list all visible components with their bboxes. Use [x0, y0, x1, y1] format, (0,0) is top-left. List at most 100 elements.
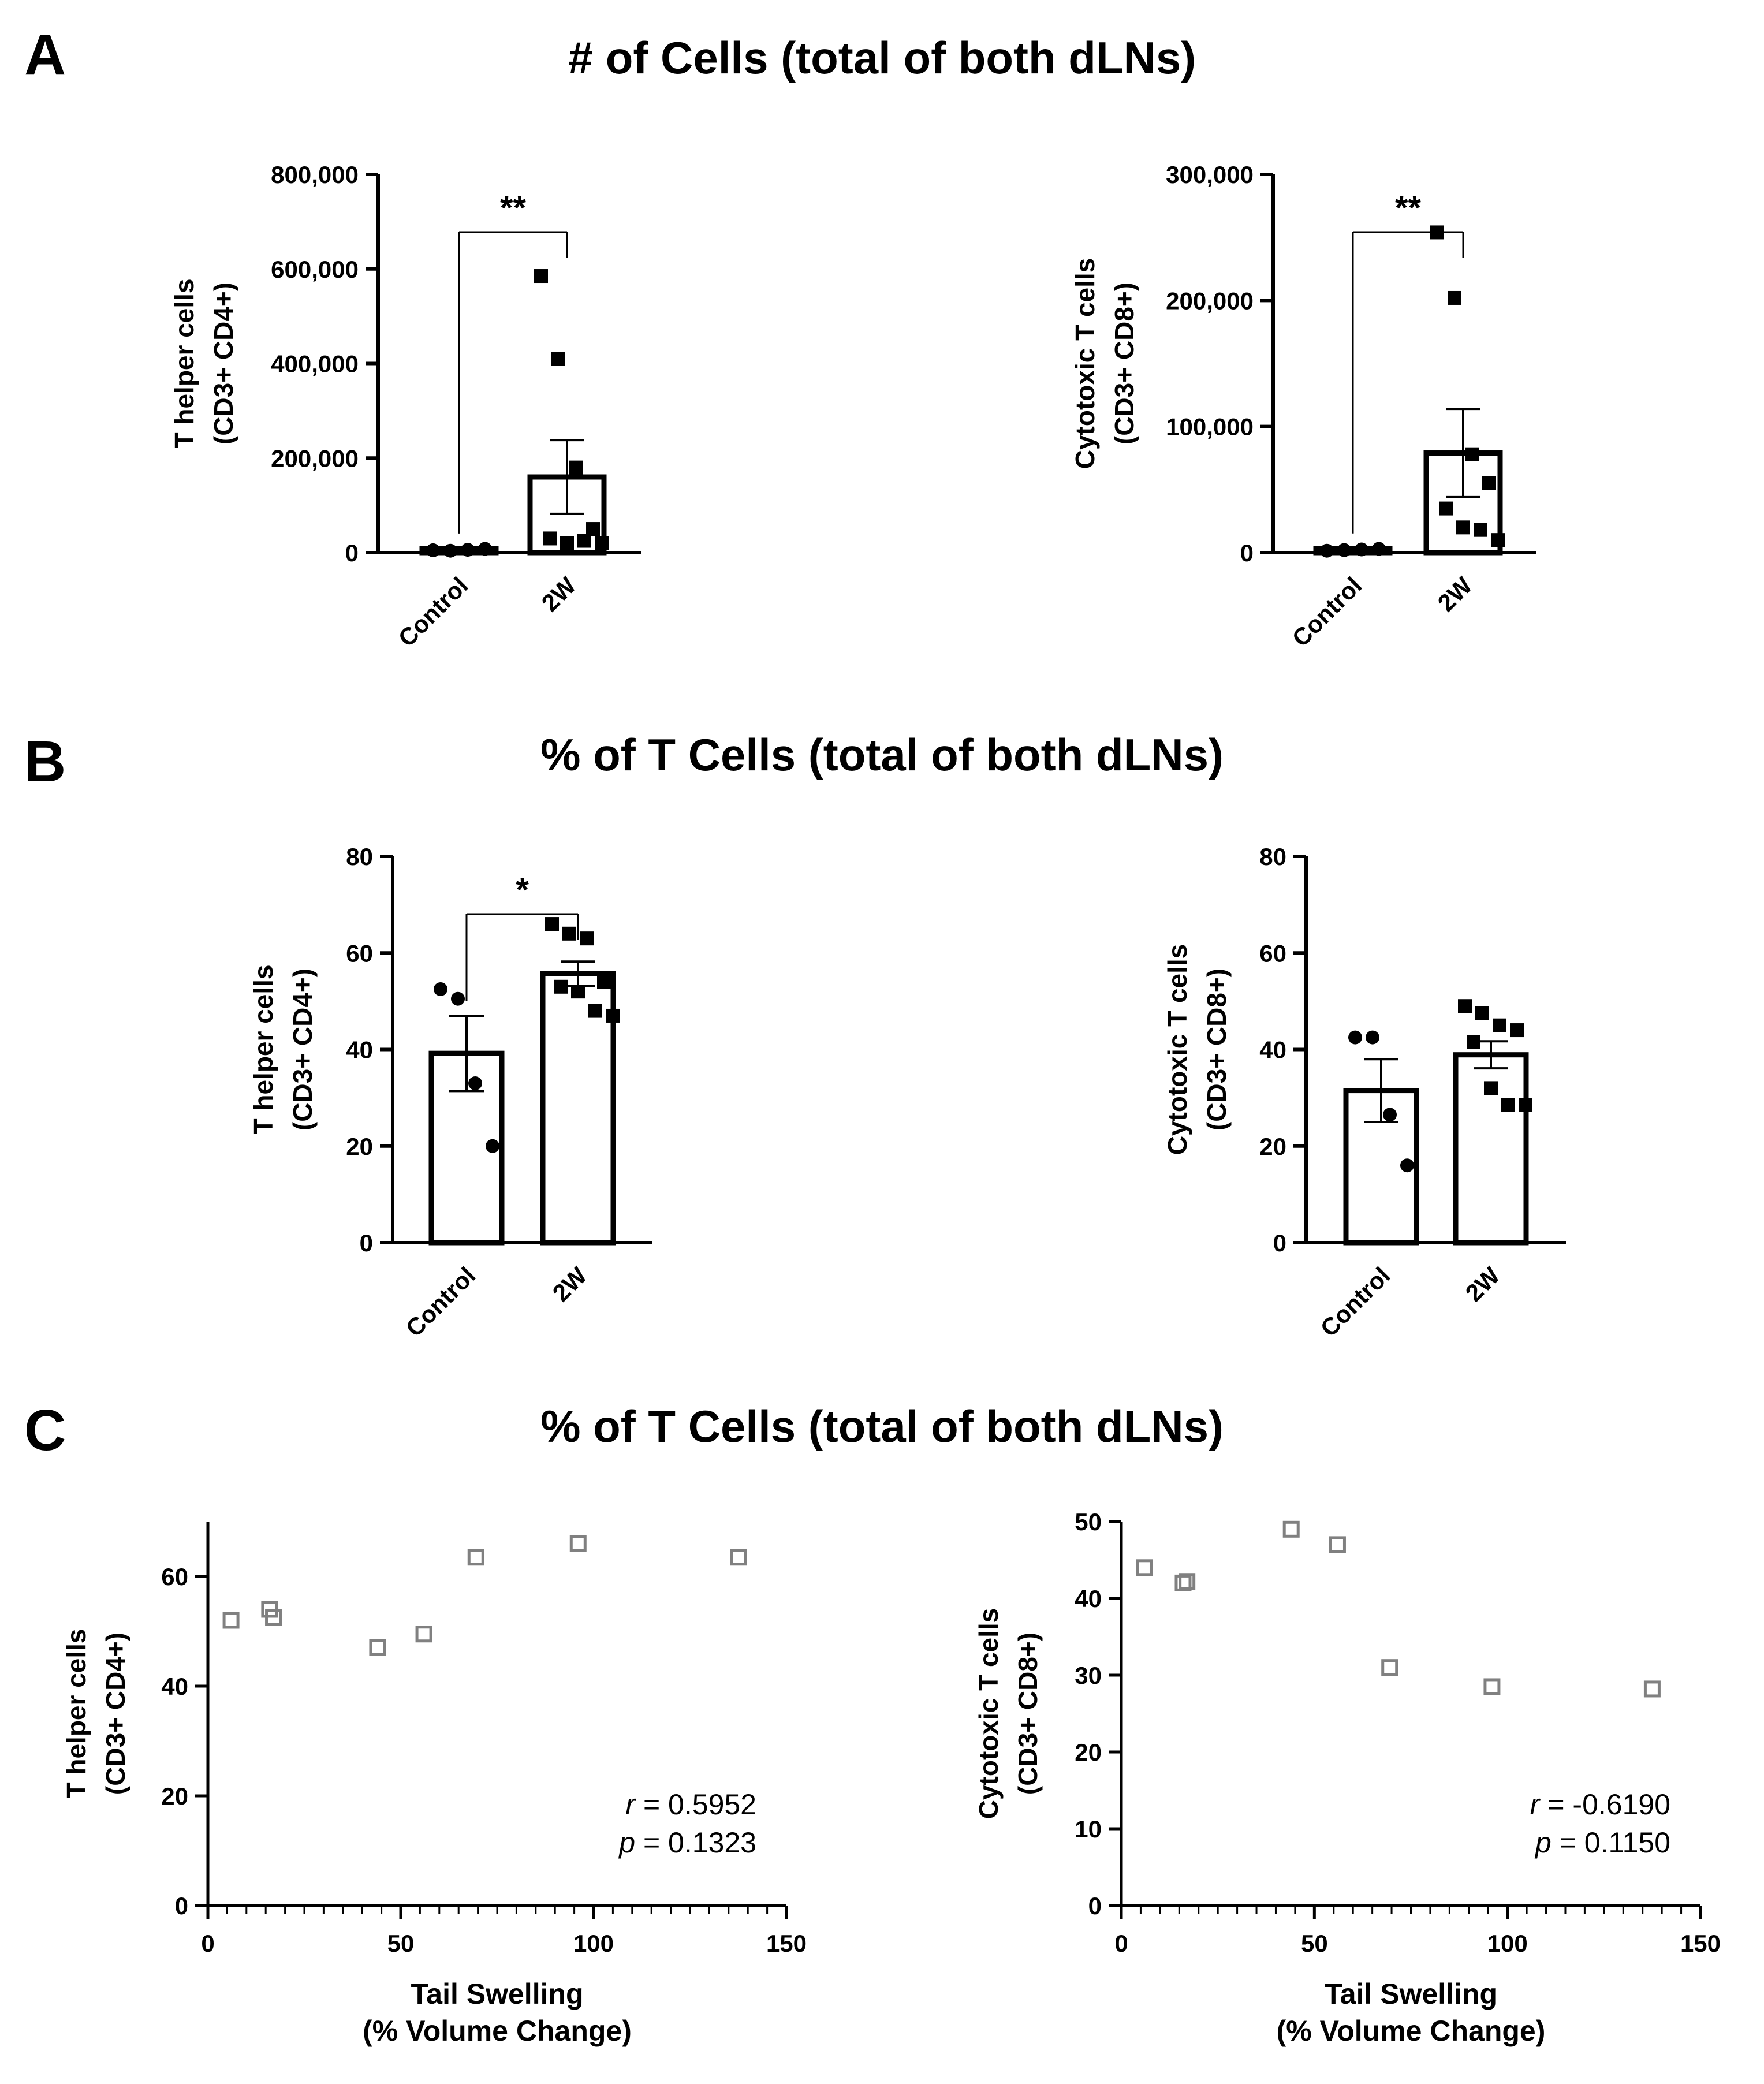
y-axis-label-line-0: Cytotoxic T cells	[1162, 944, 1192, 1155]
scatter-point	[467, 1549, 484, 1566]
data-point-2w	[1448, 290, 1461, 305]
y-tick-label: 40	[346, 1037, 373, 1064]
x-category-label-2w: 2W	[547, 1262, 592, 1307]
y-tick-label: 60	[1259, 940, 1286, 967]
y-tick-label: 60	[161, 1563, 188, 1590]
panel-title-a: # of Cells (total of both dLNs)	[568, 32, 1196, 83]
y-tick-label: 100,000	[1166, 413, 1254, 441]
data-point-2w	[569, 460, 583, 475]
x-tick-label: 150	[766, 1930, 807, 1957]
x-tick-label: 150	[1680, 1930, 1721, 1957]
y-tick-label: 40	[1075, 1585, 1102, 1612]
data-point-2w	[1484, 1081, 1498, 1095]
y-axis-label-line-1: (CD3+ CD8+)	[1202, 968, 1232, 1131]
data-point-2w	[1465, 447, 1479, 461]
data-point-2w	[1456, 520, 1470, 535]
data-point-2w	[1475, 1006, 1489, 1020]
panel-title-b: % of T Cells (total of both dLNs)	[540, 729, 1224, 780]
scatter-point	[1282, 1520, 1300, 1538]
significance-stars: **	[500, 189, 527, 227]
y-axis-label-line-0: Cytotoxic T cells	[974, 1608, 1004, 1820]
scatter-point	[730, 1549, 747, 1566]
scatter-point	[569, 1535, 587, 1552]
correlation-r-text: r = 0.5952	[625, 1788, 756, 1821]
panel-letter-a: A	[24, 23, 66, 87]
data-point-2w	[580, 931, 594, 946]
data-point-2w	[588, 1004, 602, 1018]
data-point-2w	[586, 522, 600, 536]
data-point-control	[1383, 1108, 1397, 1122]
data-point-control	[1400, 1158, 1414, 1173]
y-axis-label-line-1: (CD3+ CD4+)	[288, 968, 318, 1131]
x-category-label-control: Control	[393, 572, 473, 652]
correlation-p-text: p = 0.1323	[618, 1826, 756, 1859]
data-point-2w	[606, 1008, 620, 1023]
y-axis-label-line-1: (CD3+ CD8+)	[1013, 1632, 1043, 1795]
y-axis-label-line-1: (CD3+ CD8+)	[1109, 282, 1139, 445]
scatter-point	[1483, 1678, 1501, 1695]
y-tick-label: 200,000	[1166, 287, 1254, 314]
scatter-point	[1643, 1680, 1661, 1698]
data-point-2w	[1474, 523, 1487, 537]
x-axis-label-line-0: Tail Swelling	[411, 1978, 583, 2010]
scatter-point	[1174, 1574, 1192, 1591]
data-point-2w	[1510, 1023, 1524, 1038]
y-tick-label: 20	[346, 1133, 373, 1160]
data-point-2w	[595, 536, 609, 550]
y-axis-label-line-0: T helper cells	[248, 964, 278, 1134]
y-tick-label: 0	[1273, 1229, 1286, 1257]
x-category-label-control: Control	[401, 1262, 481, 1342]
data-point-2w	[1458, 999, 1472, 1013]
y-tick-label: 200,000	[271, 445, 359, 472]
correlation-r-text: r = -0.6190	[1530, 1788, 1670, 1821]
data-point-2w	[551, 352, 565, 366]
scatter-point	[1381, 1659, 1398, 1676]
y-tick-label: 80	[1259, 843, 1286, 870]
data-point-2w	[560, 536, 574, 550]
y-tick-label: 600,000	[271, 256, 359, 283]
x-category-label-2w: 2W	[536, 572, 581, 617]
data-point-2w	[534, 269, 548, 284]
y-tick-label: 0	[175, 1892, 188, 1919]
scatter-point	[415, 1626, 432, 1643]
bar-2w	[1453, 1052, 1529, 1246]
y-tick-label: 30	[1075, 1662, 1102, 1689]
data-point-control	[1366, 1030, 1379, 1045]
y-axis-label-line-0: Cytotoxic T cells	[1070, 258, 1100, 469]
y-tick-label: 800,000	[271, 161, 359, 188]
data-point-2w	[1467, 1035, 1480, 1049]
y-tick-label: 50	[1075, 1508, 1102, 1535]
x-axis-label-line-1: (% Volume Change)	[363, 2015, 632, 2047]
y-axis-label-line-1: (CD3+ CD4+)	[100, 1632, 130, 1795]
data-point-control	[486, 1139, 499, 1153]
data-point-2w	[1501, 1098, 1515, 1112]
data-point-control	[451, 991, 465, 1006]
correlation-p-text: p = 0.1150	[1534, 1826, 1670, 1859]
x-tick-label: 50	[387, 1930, 415, 1957]
y-tick-label: 0	[345, 539, 359, 566]
panel-letter-c: C	[24, 1398, 66, 1463]
significance-stars: *	[516, 871, 529, 909]
data-point-2w	[597, 975, 611, 989]
x-tick-label: 0	[1114, 1930, 1128, 1957]
y-tick-label: 300,000	[1166, 161, 1254, 188]
data-point-control	[478, 542, 492, 556]
y-tick-label: 0	[1240, 539, 1254, 566]
x-category-label-control: Control	[1287, 572, 1367, 652]
data-point-2w	[1519, 1098, 1532, 1112]
data-point-control	[443, 543, 457, 558]
data-point-control	[1348, 1030, 1362, 1045]
x-tick-label: 0	[201, 1930, 214, 1957]
y-tick-label: 80	[346, 843, 373, 870]
y-tick-label: 40	[1259, 1037, 1286, 1064]
data-point-control	[1320, 543, 1334, 558]
y-axis-label-line-0: T helper cells	[169, 278, 199, 448]
y-tick-label: 10	[1075, 1815, 1102, 1843]
bar-2w	[540, 971, 616, 1246]
x-category-label-2w: 2W	[1433, 572, 1478, 617]
y-tick-label: 0	[360, 1229, 373, 1257]
x-tick-label: 100	[573, 1930, 614, 1957]
data-point-2w	[1493, 1018, 1506, 1032]
scatter-point	[265, 1609, 282, 1626]
